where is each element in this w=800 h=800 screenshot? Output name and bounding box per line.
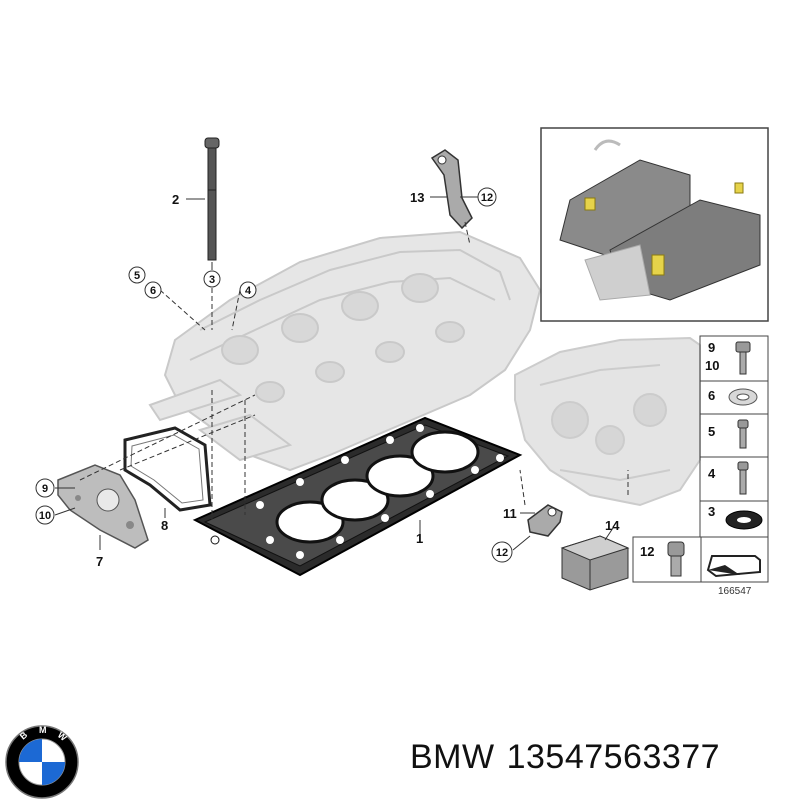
legend-label-10: 10 xyxy=(705,358,719,373)
legend-bolt-12-icon xyxy=(667,541,685,577)
callout-3: 3 xyxy=(209,274,215,286)
callout-9-circle xyxy=(35,478,55,498)
legend-seal-ring-3-icon xyxy=(725,510,763,530)
part-number: 13547563377 xyxy=(506,738,721,776)
callout-12-bottom-circle xyxy=(491,541,513,563)
callout-4: 4 xyxy=(245,285,252,297)
callout-11: 11 xyxy=(503,506,517,521)
legend-label-12: 12 xyxy=(640,544,654,559)
callout-2: 2 xyxy=(172,192,179,207)
callout-10-circle xyxy=(35,505,55,525)
callout-1: 1 xyxy=(416,531,423,546)
leader-lines xyxy=(54,196,629,551)
lifting-bracket-lower xyxy=(527,504,563,537)
engine-inset xyxy=(540,127,769,322)
legend-washer-6-icon xyxy=(728,388,758,406)
cylinder-head-bolt xyxy=(204,137,220,261)
svg-text:M: M xyxy=(39,725,47,735)
legend-label-9: 9 xyxy=(708,340,715,355)
legend-bottom-row xyxy=(632,536,769,583)
cover-gasket xyxy=(123,426,212,512)
callout-12-top-circle xyxy=(477,187,497,207)
diagram-reference-number: 166547 xyxy=(718,586,752,597)
engine-block xyxy=(514,336,701,507)
head-gasket xyxy=(192,416,523,577)
svg-text:B: B xyxy=(18,729,30,741)
cylinder-head xyxy=(148,230,542,472)
end-cover xyxy=(57,464,149,549)
legend-bolt-4-icon xyxy=(737,461,749,495)
callout-3-circle xyxy=(203,270,221,288)
callout-6-circle xyxy=(144,281,162,299)
callout-12-bottom: 12 xyxy=(496,547,508,559)
part-caption: BMW 13547563377 xyxy=(410,738,732,777)
legend-label-3: 3 xyxy=(708,504,715,519)
callout-6: 6 xyxy=(150,285,156,297)
legend-label-4: 4 xyxy=(708,466,716,481)
callout-10: 10 xyxy=(39,510,51,522)
brand-name: BMW xyxy=(410,738,495,776)
legend-bolt-9-10-icon xyxy=(735,341,751,375)
bmw-logo-icon: B M W xyxy=(5,725,79,799)
callout-12-top: 12 xyxy=(481,192,493,204)
legend-label-5: 5 xyxy=(708,424,715,439)
callout-14: 14 xyxy=(605,518,620,533)
lifting-bracket-upper xyxy=(430,149,473,230)
parts-legend xyxy=(699,335,769,538)
callout-9: 9 xyxy=(42,483,48,495)
legend-bolt-5-icon xyxy=(737,419,749,449)
callout-7: 7 xyxy=(96,554,103,569)
gasket-kit-box xyxy=(560,535,630,591)
callout-8: 8 xyxy=(161,518,168,533)
callout-5: 5 xyxy=(134,270,140,282)
legend-label-6: 6 xyxy=(708,388,715,403)
callout-13: 13 xyxy=(410,190,424,205)
arrow-icon xyxy=(706,555,761,578)
callout-4-circle xyxy=(239,281,257,299)
callout-5-circle xyxy=(128,266,146,284)
